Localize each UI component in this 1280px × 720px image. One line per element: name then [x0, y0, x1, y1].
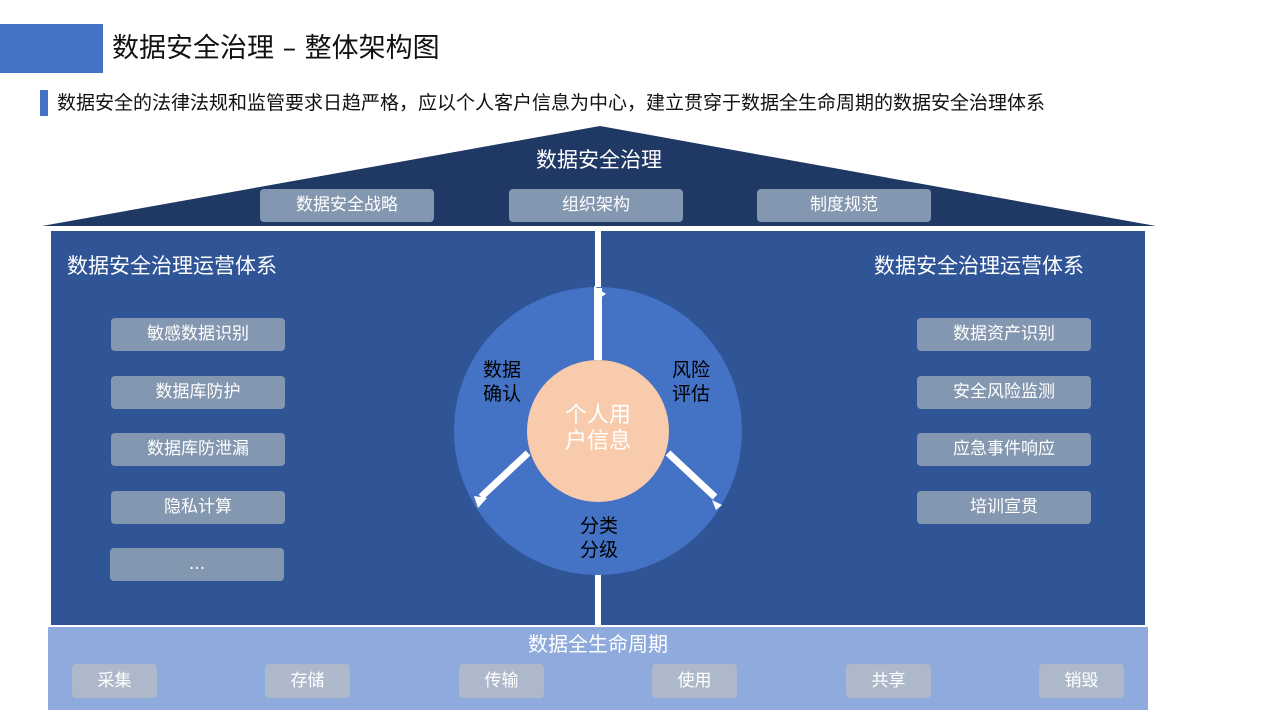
cycle-segment-risk-assessment-line2: 评估	[671, 383, 710, 405]
subtitle-accent-bar	[40, 90, 48, 116]
lifecycle-stage-store: 存储	[265, 664, 350, 698]
right-item-incident-response: 应急事件响应	[917, 433, 1091, 466]
cycle-segment-classification: 分类 分级	[569, 514, 629, 562]
center-circle	[527, 360, 669, 502]
lifecycle-stage-share: 共享	[846, 664, 931, 698]
cycle-segment-data-confirm-line1: 数据	[482, 359, 521, 381]
right-item-risk-monitoring: 安全风险监测	[917, 376, 1091, 409]
center-label-line2: 户信息	[564, 429, 631, 454]
cycle-segment-data-confirm-line2: 确认	[482, 383, 521, 405]
lifecycle-title: 数据全生命周期	[528, 632, 668, 656]
lifecycle-bar	[48, 627, 1148, 710]
cycle-segment-risk-assessment-line1: 风险	[671, 359, 710, 381]
cycle-arrowhead-right	[712, 500, 722, 510]
lifecycle-stage-destroy: 销毁	[1039, 664, 1124, 698]
right-panel-title: 数据安全治理运营体系	[874, 254, 1084, 278]
lifecycle-stage-use: 使用	[652, 664, 737, 698]
left-item-privacy-computing: 隐私计算	[111, 491, 285, 524]
cycle-arrow-left	[478, 450, 531, 500]
cycle-segment-classification-line2: 分级	[579, 539, 618, 561]
roof-item-policy: 制度规范	[757, 189, 931, 222]
roof-item-strategy: 数据安全战略	[260, 189, 434, 222]
cycle-segment-data-confirm: 数据 确认	[472, 358, 532, 406]
left-item-more: ...	[110, 548, 284, 581]
center-label: 个人用 户信息	[528, 403, 668, 455]
lifecycle-stage-transmit: 传输	[459, 664, 544, 698]
roof-title: 数据安全治理	[536, 148, 662, 172]
right-item-training: 培训宣贯	[917, 491, 1091, 524]
left-item-db-protection: 数据库防护	[111, 376, 285, 409]
left-item-sensitive-data: 敏感数据识别	[111, 318, 285, 351]
cycle-arrow-right	[665, 450, 718, 500]
right-item-asset-identification: 数据资产识别	[917, 318, 1091, 351]
cycle-arrowhead-left	[474, 496, 487, 508]
page-title: 数据安全治理 – 整体架构图	[112, 33, 440, 64]
cycle-segment-classification-line1: 分类	[579, 515, 618, 537]
page-subtitle: 数据安全的法律法规和监管要求日趋严格，应以个人客户信息为中心，建立贯穿于数据全生…	[57, 92, 1046, 114]
center-label-line1: 个人用	[564, 403, 631, 428]
cycle-segment-risk-assessment: 风险 评估	[661, 358, 721, 406]
title-accent-bar	[0, 24, 103, 73]
roof-item-organization: 组织架构	[509, 189, 683, 222]
lifecycle-stage-collect: 采集	[72, 664, 157, 698]
left-panel-title: 数据安全治理运营体系	[67, 254, 277, 278]
left-item-db-leak: 数据库防泄漏	[111, 433, 285, 466]
cycle-arrowhead-top	[594, 286, 606, 302]
